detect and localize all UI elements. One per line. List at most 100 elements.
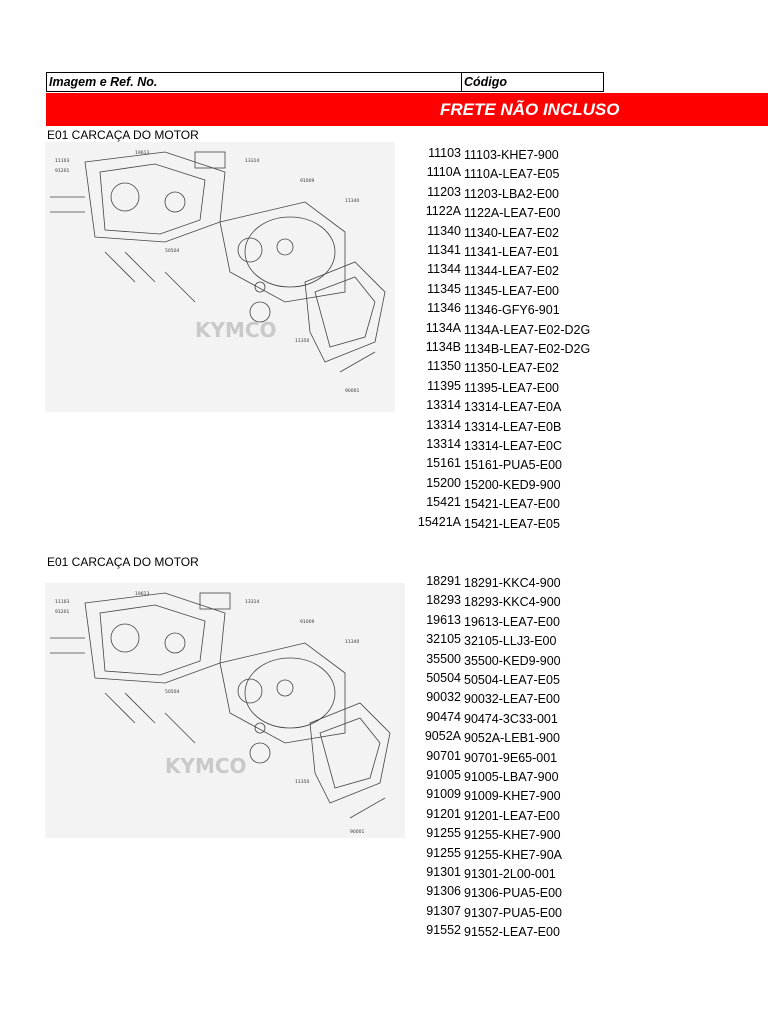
part-ref-value: 91255	[426, 826, 461, 841]
part-ref: 35500	[400, 650, 461, 669]
part-ref-value: 13314	[426, 437, 461, 451]
part-ref: 91552	[400, 921, 461, 940]
part-code: 91255-KHE7-900	[464, 828, 561, 843]
part-code: 19613-LEA7-E00	[464, 614, 560, 629]
part-ref-value: 50504	[426, 671, 461, 685]
part-ref-value: 35500	[426, 651, 461, 666]
part-ref: 11103	[400, 144, 461, 163]
part-ref-value: 13314	[426, 417, 461, 432]
part-ref: 15200	[400, 474, 461, 493]
part-code: 15421-LEA7-E00	[464, 497, 560, 512]
part-ref-value: 1134A	[425, 320, 461, 335]
table-header: Imagem e Ref. No. Código	[46, 72, 604, 92]
part-ref: 1110A	[400, 163, 461, 182]
part-ref: 90474	[400, 708, 461, 727]
part-ref: 91201	[400, 805, 461, 824]
part-code: 91201-LEA7-E00	[464, 808, 560, 823]
part-ref: 18291	[400, 572, 461, 591]
part-ref-value: 11340	[427, 223, 461, 238]
freight-banner: FRETE NÃO INCLUSO	[46, 93, 768, 126]
part-ref-value: 11344	[427, 262, 461, 277]
part-ref-value: 1122A	[425, 204, 461, 219]
section-title: E01 CARCAÇA DO MOTOR	[47, 128, 199, 142]
part-code: 91306-PUA5-E00	[464, 886, 562, 901]
part-ref: 1134B	[400, 338, 461, 357]
part-code: 90032-LEA7-E00	[464, 692, 560, 707]
part-code: 90474-3C33-001	[464, 711, 558, 726]
ref-column-header: Imagem e Ref. No.	[47, 73, 462, 91]
part-ref-value: 91009	[426, 787, 461, 802]
svg-text:50504: 50504	[165, 689, 179, 695]
part-ref-value: 91005	[426, 768, 461, 782]
part-ref-value: 19613	[426, 612, 461, 627]
part-ref-value: 13314	[426, 398, 461, 413]
part-ref-value: 15421A	[417, 514, 461, 529]
svg-text:11340: 11340	[345, 639, 359, 645]
part-ref: 91301	[400, 863, 461, 882]
part-code: 91009-KHE7-900	[464, 789, 561, 804]
part-ref: 90032	[400, 688, 461, 707]
part-code: 11340-LEA7-E02	[464, 225, 559, 240]
part-code: 32105-LLJ3-E00	[464, 634, 557, 649]
part-ref: 11344	[400, 260, 461, 279]
part-ref-value: 9052A	[424, 729, 461, 744]
part-code: 91005-LBA7-900	[464, 770, 559, 784]
kymco-watermark: KYMCO	[165, 754, 247, 778]
part-code: 1122A-LEA7-E00	[464, 206, 561, 221]
part-ref: 11345	[400, 280, 461, 299]
part-code: 18293-KKC4-900	[464, 595, 561, 610]
part-code: 11341-LEA7-E01	[464, 245, 559, 259]
part-ref-value: 90701	[426, 748, 461, 763]
part-ref: 90701	[400, 747, 461, 766]
part-ref-value: 15421	[426, 495, 461, 510]
part-ref-value: 91201	[426, 806, 461, 821]
part-code: 11395-LEA7-E00	[464, 380, 559, 395]
part-code: 13314-LEA7-E0A	[464, 400, 562, 415]
svg-text:11340: 11340	[345, 198, 359, 204]
part-ref-value: 91306	[426, 884, 461, 899]
part-code: 11344-LEA7-E02	[464, 264, 559, 279]
part-code: 91307-PUA5-E00	[464, 905, 562, 920]
part-code: 91255-KHE7-90A	[464, 847, 562, 862]
part-ref: 91306	[400, 882, 461, 901]
part-ref: 13314	[400, 396, 461, 415]
part-code: 13314-LEA7-E0C	[464, 439, 562, 453]
part-code: 11345-LEA7-E00	[464, 283, 559, 298]
part-ref: 11341	[400, 241, 461, 260]
svg-text:91009: 91009	[300, 619, 314, 625]
part-ref-value: 1134B	[425, 340, 461, 354]
part-ref-value: 32105	[426, 632, 461, 647]
part-ref-value: 11103	[428, 146, 461, 160]
part-code: 91301-2L00-001	[464, 867, 556, 881]
part-ref-value: 91552	[426, 923, 461, 938]
part-ref: 1122A	[400, 202, 461, 221]
part-ref: 15161	[400, 454, 461, 473]
part-ref-value: 90032	[426, 690, 461, 705]
part-ref-value: 1110A	[426, 165, 461, 180]
part-code: 1110A-LEA7-E05	[464, 167, 560, 182]
svg-text:11103: 11103	[55, 599, 69, 605]
svg-text:91201: 91201	[55, 609, 69, 615]
svg-text:91201: 91201	[55, 168, 69, 174]
part-ref-value: 11345	[427, 281, 461, 296]
part-ref-value: 11395	[427, 378, 461, 393]
kymco-watermark: KYMCO	[195, 318, 277, 342]
code-column-header: Código	[464, 75, 508, 89]
svg-text:11350: 11350	[295, 338, 309, 344]
part-code: 15421-LEA7-E05	[464, 516, 560, 531]
part-ref: 91255	[400, 824, 461, 843]
freight-banner-text: FRETE NÃO INCLUSO	[440, 100, 620, 119]
part-ref-value: 11346	[427, 301, 461, 316]
part-ref: 91009	[400, 785, 461, 804]
part-code: 11346-GFY6-901	[464, 303, 560, 318]
part-code: 11103-KHE7-900	[464, 148, 559, 162]
part-ref-value: 18291	[426, 574, 461, 588]
part-ref-value: 11350	[427, 359, 461, 374]
part-ref: 91307	[400, 902, 461, 921]
part-code: 18291-KKC4-900	[464, 576, 561, 590]
svg-text:91009: 91009	[300, 178, 314, 184]
part-code: 1134A-LEA7-E02-D2G	[464, 322, 591, 337]
